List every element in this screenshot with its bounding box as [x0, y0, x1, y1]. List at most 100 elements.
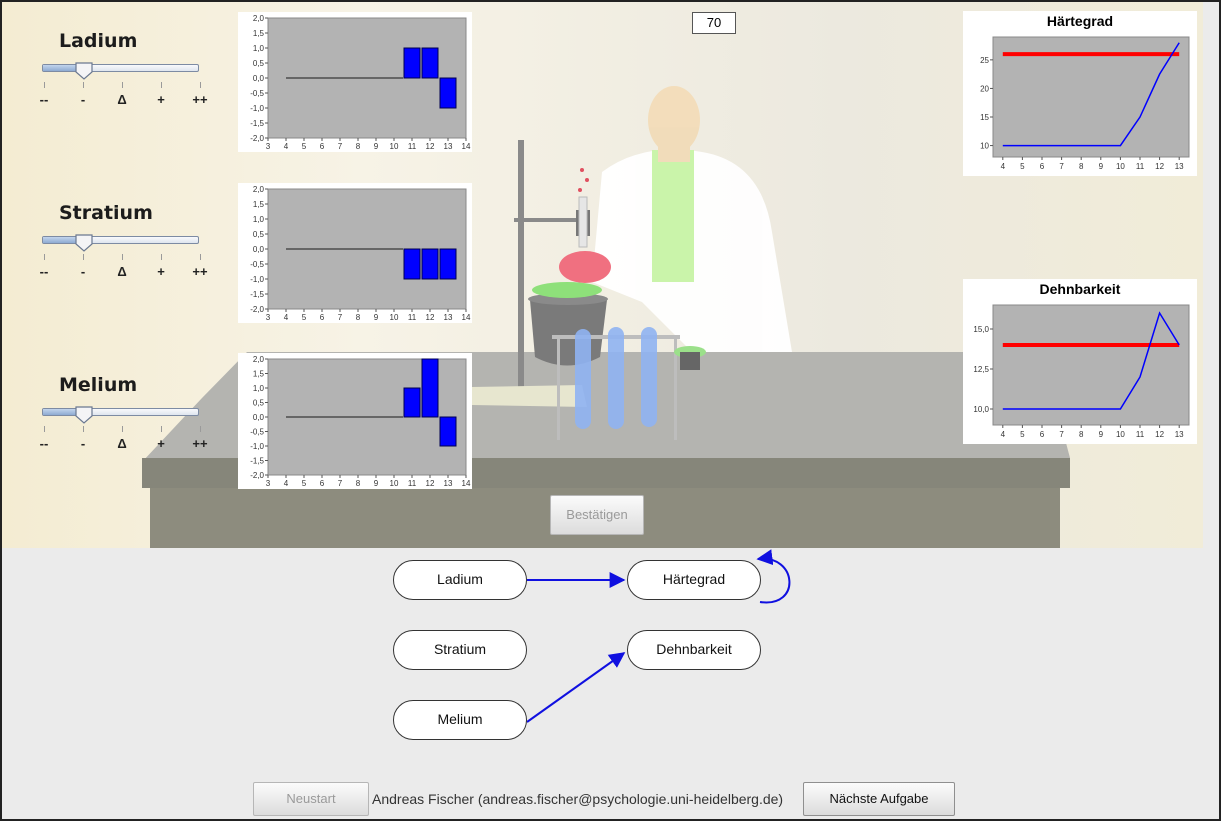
y-tick-label: 12,5: [973, 365, 989, 374]
edge-haertegrad-self[interactable]: [756, 549, 791, 604]
scale-label: ++: [192, 264, 208, 279]
scale-tick: [122, 254, 123, 260]
x-tick-label: 6: [1040, 430, 1045, 439]
x-tick-label: 13: [1175, 162, 1184, 171]
x-tick-label: 6: [320, 142, 325, 151]
y-tick-label: 2,0: [253, 14, 265, 23]
y-tick-label: -0,5: [250, 89, 264, 98]
x-tick-label: 3: [266, 313, 271, 322]
y-tick-label: 15,0: [973, 325, 989, 334]
x-tick-label: 10: [1116, 430, 1125, 439]
x-tick-label: 11: [1136, 162, 1145, 171]
confirm-button[interactable]: Bestätigen: [550, 495, 644, 535]
y-tick-label: 0,0: [253, 74, 265, 83]
y-tick-label: -1,0: [250, 275, 264, 284]
y-tick-label: -1,5: [250, 290, 264, 299]
node-stratium[interactable]: Stratium: [393, 630, 527, 670]
x-tick-label: 3: [266, 142, 271, 151]
next-task-button[interactable]: Nächste Aufgabe: [803, 782, 955, 816]
x-tick-label: 12: [426, 142, 435, 151]
x-tick-label: 12: [1155, 430, 1164, 439]
scale-tick: [44, 254, 45, 260]
x-tick-label: 4: [1001, 162, 1006, 171]
x-tick-label: 12: [426, 313, 435, 322]
scale-label: --: [39, 436, 49, 451]
slider-fill: [43, 409, 83, 415]
x-tick-label: 14: [462, 313, 471, 322]
bar: [439, 77, 457, 109]
scale-label: --: [39, 92, 49, 107]
node-ladium[interactable]: Ladium: [393, 560, 527, 600]
x-tick-label: 6: [320, 479, 325, 488]
scale-tick: [200, 254, 201, 260]
melium-scale: ---Δ+++: [32, 426, 208, 458]
scale-tick: [161, 82, 162, 88]
y-tick-label: -0,5: [250, 428, 264, 437]
x-tick-label: 6: [320, 313, 325, 322]
x-tick-label: 8: [356, 479, 361, 488]
x-tick-label: 13: [444, 479, 453, 488]
scale-label: +: [157, 264, 165, 279]
x-tick-label: 5: [1020, 430, 1025, 439]
test-tubes: [552, 327, 680, 440]
y-tick-label: 0,5: [253, 59, 265, 68]
x-tick-label: 8: [356, 142, 361, 151]
scale-tick: [161, 254, 162, 260]
scale-label: Δ: [117, 264, 127, 279]
scale-tick: [200, 82, 201, 88]
x-tick-label: 7: [1059, 430, 1064, 439]
x-tick-label: 9: [374, 142, 379, 151]
slider-thumb[interactable]: [75, 406, 93, 424]
plot-area: [992, 36, 1190, 158]
x-tick-label: 11: [1136, 430, 1145, 439]
ladium-slider[interactable]: [42, 62, 199, 80]
x-tick-label: 9: [1099, 162, 1104, 171]
slider-thumb[interactable]: [75, 234, 93, 252]
bar: [403, 387, 421, 418]
x-tick-label: 14: [462, 142, 471, 151]
node-melium[interactable]: Melium: [393, 700, 527, 740]
x-tick-label: 8: [356, 313, 361, 322]
y-tick-label: -1,0: [250, 442, 264, 451]
scale-tick: [44, 82, 45, 88]
y-tick-label: 20: [980, 84, 989, 93]
x-tick-label: 7: [1059, 162, 1064, 171]
scale-label: -: [80, 436, 86, 451]
node-haertegrad[interactable]: Härtegrad: [627, 560, 761, 600]
node-dehnbarkeit[interactable]: Dehnbarkeit: [627, 630, 761, 670]
small-burner: [674, 346, 706, 370]
x-tick-label: 9: [374, 313, 379, 322]
scale-tick: [83, 426, 84, 432]
edge-melium-dehnbarkeit[interactable]: [526, 652, 626, 723]
y-tick-label: -1,5: [250, 457, 264, 466]
x-tick-label: 12: [1155, 162, 1164, 171]
y-tick-label: -0,5: [250, 260, 264, 269]
stratium-slider[interactable]: [42, 234, 199, 252]
x-tick-label: 10: [390, 313, 399, 322]
stratium-scale: ---Δ+++: [32, 254, 208, 286]
y-tick-label: 1,5: [253, 29, 265, 38]
y-tick-label: 10: [980, 142, 989, 151]
x-tick-label: 4: [284, 313, 289, 322]
x-tick-label: 13: [444, 313, 453, 322]
y-tick-label: 0,5: [253, 399, 265, 408]
x-tick-label: 8: [1079, 430, 1084, 439]
x-tick-label: 9: [1099, 430, 1104, 439]
slider-thumb[interactable]: [75, 62, 93, 80]
bar: [421, 47, 439, 79]
actual-series-line: [1002, 311, 1180, 410]
melium-slider[interactable]: [42, 406, 199, 424]
scale-tick: [161, 426, 162, 432]
bar: [421, 248, 439, 280]
chart-title: Dehnbarkeit: [1039, 281, 1121, 297]
restart-button[interactable]: Neustart: [253, 782, 369, 816]
bar: [439, 248, 457, 280]
x-tick-label: 13: [1175, 430, 1184, 439]
bar: [403, 248, 421, 280]
y-tick-label: -1,5: [250, 119, 264, 128]
